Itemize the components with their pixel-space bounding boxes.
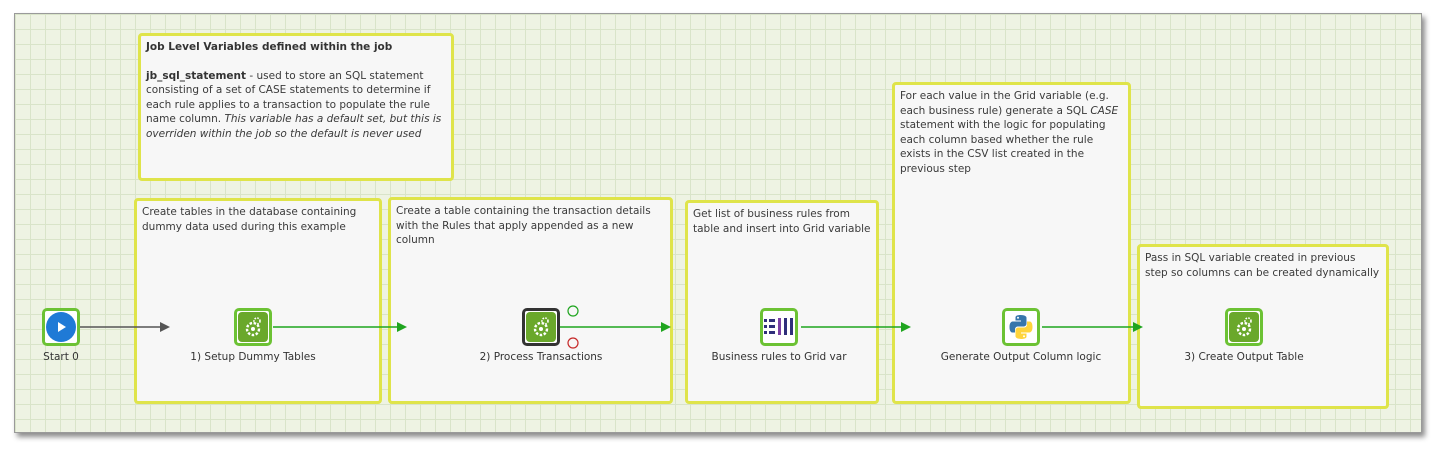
gear-icon — [526, 312, 556, 342]
note-job-variables[interactable]: Job Level Variables defined within the j… — [138, 33, 454, 181]
setup-dummy-tables-label: 1) Setup Dummy Tables — [190, 351, 316, 363]
note-process-text: Create a table containing the transactio… — [396, 205, 651, 246]
success-port-icon[interactable] — [567, 305, 579, 317]
note-rules[interactable]: Get list of business rules from table an… — [685, 200, 879, 404]
variable-name: jb_sql_statement — [146, 69, 247, 82]
flow-arrowhead-rules — [661, 322, 671, 332]
note-setup-text: Create tables in the database containing… — [142, 206, 357, 233]
generate-output-column-logic-label: Generate Output Column logic — [940, 351, 1102, 363]
create-output-table-component[interactable] — [1225, 308, 1263, 346]
note-rules-text: Get list of business rules from table an… — [693, 208, 871, 235]
flow-arrowhead-generate — [901, 322, 911, 332]
flow-arrowhead-process — [397, 322, 407, 332]
gear-icon — [1229, 312, 1259, 342]
note-create-text: Pass in SQL variable created in previous… — [1145, 252, 1380, 279]
note-create[interactable]: Pass in SQL variable created in previous… — [1137, 244, 1389, 409]
process-transactions-label: 2) Process Transactions — [479, 351, 603, 363]
start-label: Start 0 — [43, 351, 79, 363]
flow-arrowhead-setup — [160, 322, 170, 332]
generate-output-column-logic-component[interactable] — [1002, 308, 1040, 346]
start-component[interactable] — [42, 308, 80, 346]
note-generate-text-b: statement with the logic for populating … — [900, 119, 1106, 175]
note-generate-case: CASE — [1090, 104, 1119, 117]
job-canvas[interactable]: Job Level Variables defined within the j… — [14, 13, 1422, 433]
business-rules-to-grid-label: Business rules to Grid var — [711, 351, 847, 363]
gear-icon — [238, 312, 268, 342]
setup-dummy-tables-component[interactable] — [234, 308, 272, 346]
note-generate-text-a: For each value in the Grid variable (e.g… — [900, 90, 1109, 117]
note-process[interactable]: Create a table containing the transactio… — [388, 197, 673, 404]
note-title: Job Level Variables defined within the j… — [146, 41, 393, 53]
python-icon — [1009, 315, 1033, 339]
flow-connectors — [80, 305, 1143, 349]
play-icon — [46, 312, 76, 342]
variable-note: This variable has a default set, but thi… — [146, 113, 442, 140]
variable-description: - used to store an SQL statement consist… — [146, 69, 431, 126]
failure-port-icon[interactable] — [567, 337, 579, 349]
process-transactions-component[interactable] — [522, 308, 560, 346]
note-setup[interactable]: Create tables in the database containing… — [134, 198, 382, 404]
flow-arrowhead-create — [1133, 322, 1143, 332]
business-rules-to-grid-component[interactable] — [760, 308, 798, 346]
create-output-table-label: 3) Create Output Table — [1184, 351, 1304, 363]
note-generate[interactable]: For each value in the Grid variable (e.g… — [892, 82, 1131, 404]
grid-variable-icon — [764, 318, 793, 335]
